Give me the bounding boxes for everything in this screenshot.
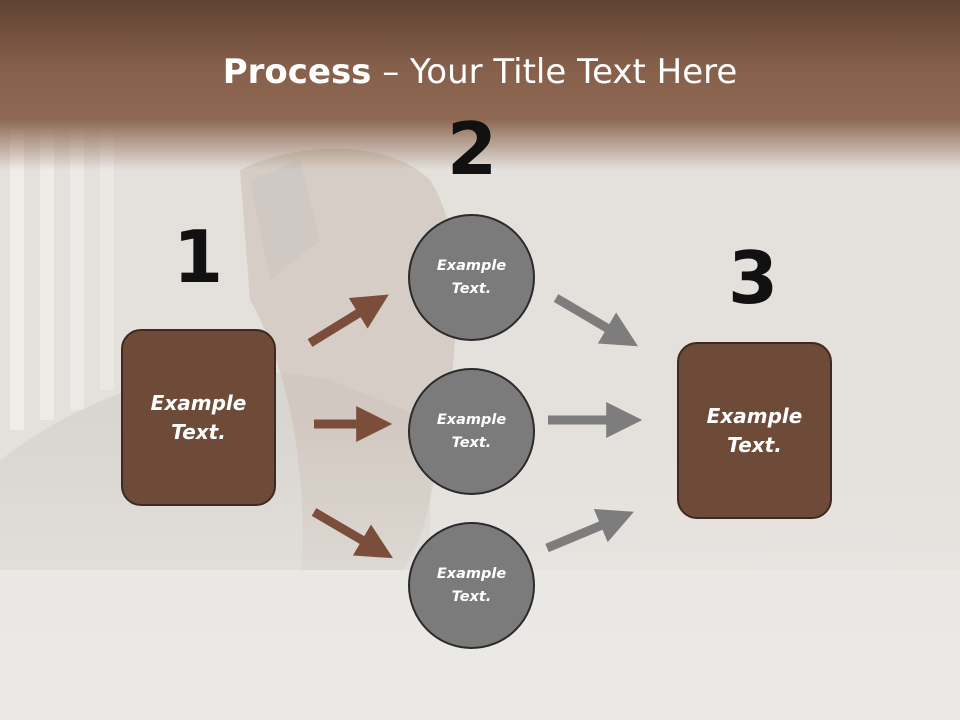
step-number-2: 2: [446, 107, 498, 191]
title-rest: – Your Title Text Here: [371, 52, 738, 92]
step-2-item-3-label: Example Text.: [436, 565, 507, 605]
title-bold: Process: [222, 52, 372, 92]
step-2-circle-middle: Example Text.: [408, 368, 535, 495]
step-number-1: 1: [172, 215, 224, 299]
step-2-circle-top: Example Text.: [408, 214, 535, 341]
arrow-1-to-top: [307, 294, 389, 347]
step-1-label: Example Text.: [150, 390, 247, 444]
slide-title: Process – Your Title Text Here: [0, 52, 960, 92]
arrow-top-to-3: [553, 294, 638, 347]
step-2-item-1-label: Example Text.: [436, 257, 507, 297]
arrow-1-to-bottom: [311, 508, 393, 559]
step-1-box: Example Text.: [121, 329, 276, 506]
arrow-bottom-to-3: [545, 509, 634, 553]
header-band: [0, 0, 960, 170]
step-2-circle-bottom: Example Text.: [408, 522, 535, 649]
step-2-item-2-label: Example Text.: [436, 411, 507, 451]
step-number-3: 3: [727, 236, 779, 320]
step-3-label: Example Text.: [706, 403, 803, 457]
step-3-box: Example Text.: [677, 342, 832, 519]
